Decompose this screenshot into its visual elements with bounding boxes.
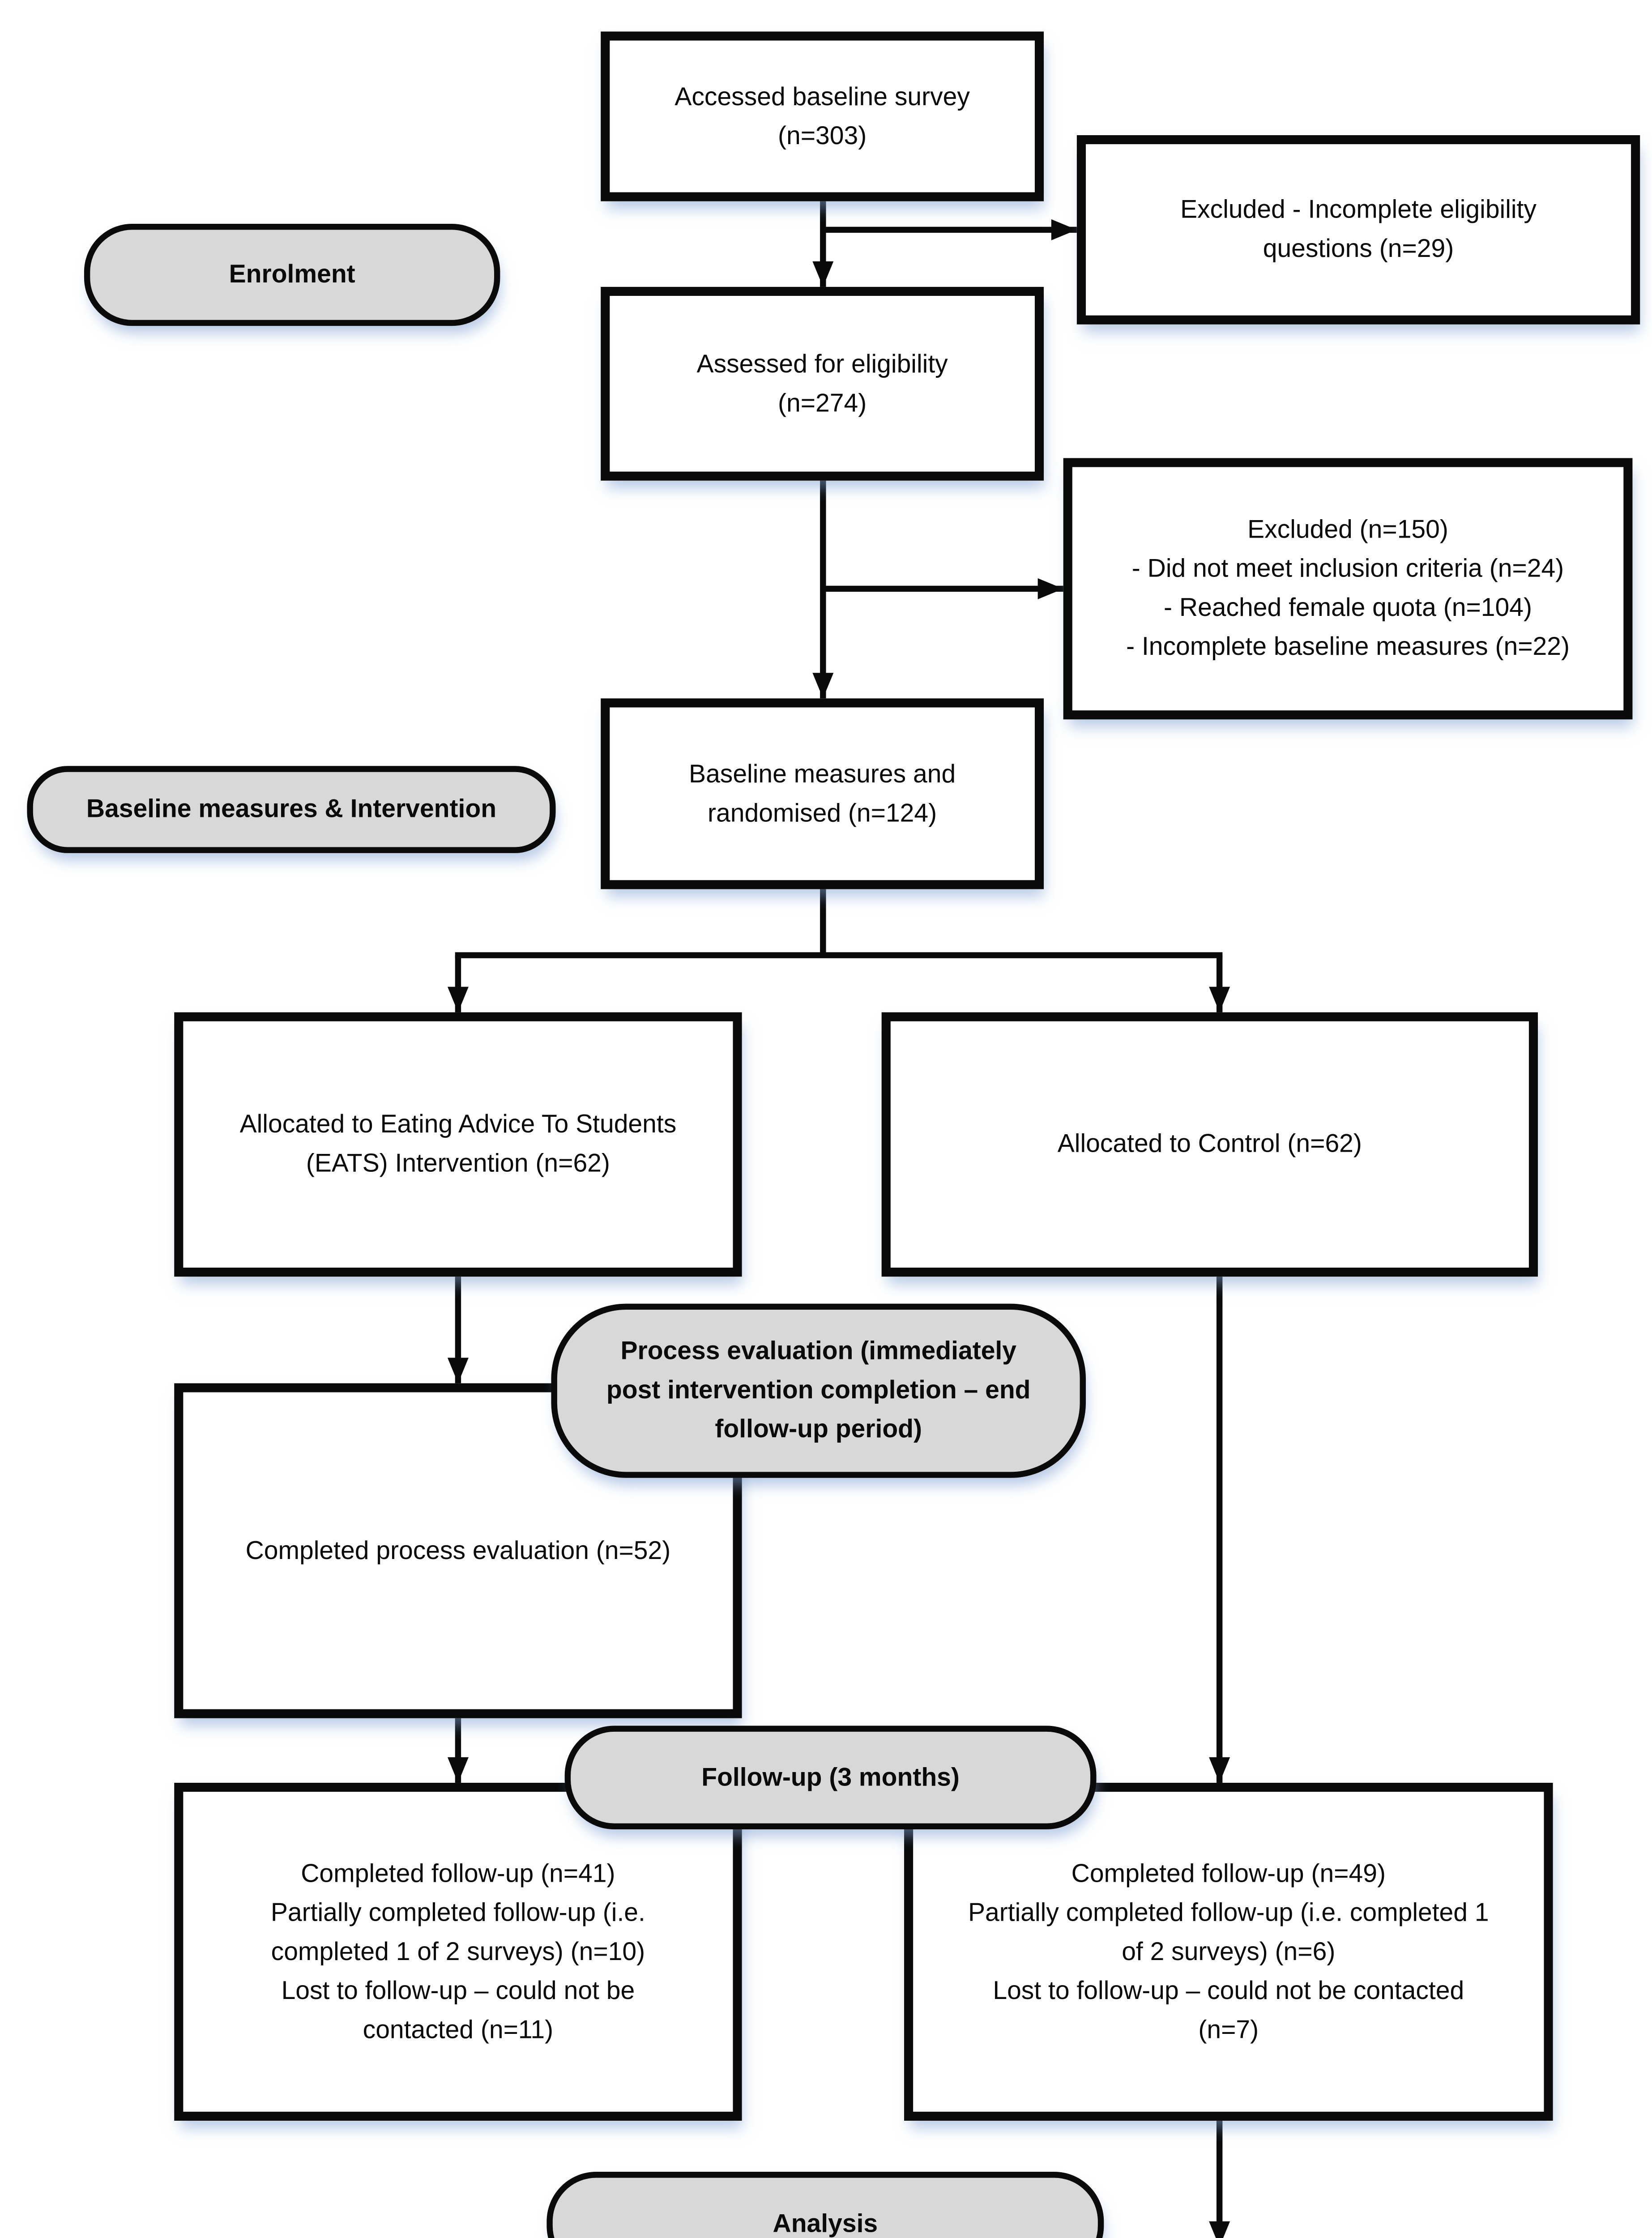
arrowhead-into-excluded-reasons (1037, 578, 1063, 599)
box-randomised-text: Baseline measures and randomised (n=124) (689, 759, 956, 827)
arrowhead-into-excluded-eligibility (1051, 219, 1077, 240)
arrowhead-into-eats (447, 987, 469, 1012)
connector-eats-to-process-evaluation (455, 1273, 461, 1384)
box-excluded-reasons: Excluded (n=150) - Did not meet inclusio… (1063, 458, 1633, 720)
box-allocated-control-text: Allocated to Control (n=62) (1057, 1129, 1362, 1158)
box-followup-control: Completed follow-up (n=49) Partially com… (904, 1782, 1553, 2121)
connector-randomised-to-split (820, 886, 826, 956)
box-followup-control-text: Completed follow-up (n=49) Partially com… (968, 1858, 1489, 2044)
connector-allocation-split (455, 952, 1223, 958)
arrowhead-into-followup-intervention (447, 1757, 469, 1783)
box-accessed-survey-text: Accessed baseline survey (n=303) (674, 81, 970, 149)
stage-pill-analysis: Analysis (546, 2172, 1104, 2238)
box-randomised: Baseline measures and randomised (n=124) (601, 698, 1044, 889)
box-assessed-eligibility-text: Assessed for eligibility (n=274) (696, 349, 948, 417)
box-allocated-eats: Allocated to Eating Advice To Students (… (174, 1012, 742, 1277)
box-allocated-control: Allocated to Control (n=62) (881, 1012, 1538, 1277)
stage-pill-followup: Follow-up (3 months) (564, 1725, 1097, 1829)
arrowhead-into-followup-control (1209, 1757, 1230, 1783)
connector-branch-excluded-eligibility (823, 226, 1077, 233)
stage-pill-process-evaluation: Process evaluation (immediately post int… (551, 1303, 1086, 1478)
stage-pill-process-evaluation-text: Process evaluation (immediately post int… (606, 1337, 1031, 1444)
box-followup-intervention: Completed follow-up (n=41) Partially com… (174, 1782, 742, 2121)
box-allocated-eats-text: Allocated to Eating Advice To Students (… (239, 1110, 677, 1178)
connector-control-to-followup-control (1216, 1273, 1223, 1783)
box-assessed-eligibility: Assessed for eligibility (n=274) (601, 286, 1044, 481)
arrowhead-into-control (1209, 987, 1230, 1012)
stage-pill-enrolment: Enrolment (84, 223, 500, 326)
arrowhead-into-process-evaluation (447, 1358, 469, 1384)
connector-branch-excluded-reasons (823, 585, 1063, 592)
arrowhead-into-analyzed-control (1209, 2221, 1230, 2238)
box-accessed-survey: Accessed baseline survey (n=303) (601, 31, 1044, 201)
arrowhead-into-assessed (812, 261, 834, 287)
box-excluded-eligibility-text: Excluded - Incomplete eligibility questi… (1180, 195, 1537, 263)
connector-followup-control-to-analyzed-control (1216, 2118, 1223, 2238)
stage-pill-followup-text: Follow-up (3 months) (701, 1762, 960, 1791)
stage-pill-enrolment-text: Enrolment (229, 260, 355, 289)
arrowhead-into-randomised (812, 673, 834, 699)
box-excluded-eligibility: Excluded - Incomplete eligibility questi… (1076, 135, 1640, 325)
stage-pill-analysis-text: Analysis (773, 2208, 878, 2238)
stage-pill-baseline-intervention: Baseline measures & Intervention (27, 766, 556, 853)
stage-pill-baseline-intervention-text: Baseline measures & Intervention (86, 794, 497, 823)
box-followup-intervention-text: Completed follow-up (n=41) Partially com… (270, 1858, 645, 2044)
box-completed-process-evaluation-text: Completed process evaluation (n=52) (245, 1535, 671, 1564)
box-excluded-reasons-text: Excluded (n=150) - Did not meet inclusio… (1126, 515, 1570, 661)
